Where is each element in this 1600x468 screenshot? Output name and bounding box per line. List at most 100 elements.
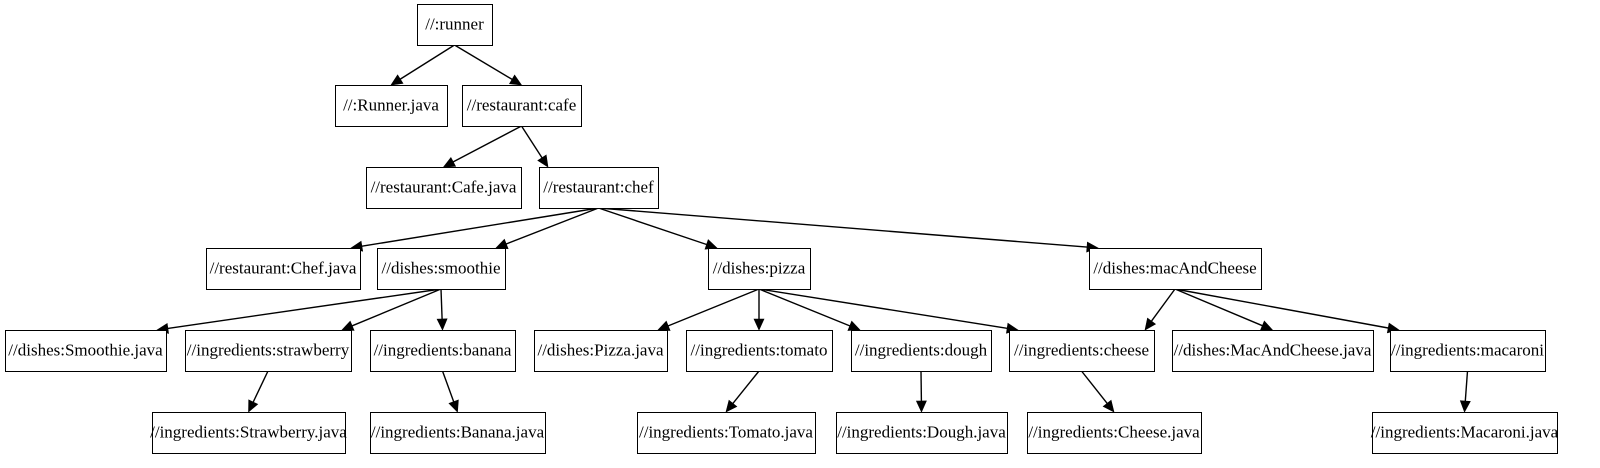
node-ing-banana[interactable]: //ingredients:banana xyxy=(370,330,516,372)
edge-line xyxy=(1174,288,1263,327)
arrowhead-icon xyxy=(537,154,549,168)
edge-line xyxy=(667,288,760,327)
node-dishes-pizza[interactable]: //dishes:pizza xyxy=(708,248,811,290)
node-box[interactable] xyxy=(335,85,448,127)
arrowhead-icon xyxy=(341,320,355,331)
edge-line xyxy=(1080,370,1108,404)
node-box[interactable] xyxy=(206,248,361,290)
edge-restaurant-cafe-to-restaurant-chef xyxy=(520,125,549,168)
node-box[interactable] xyxy=(1089,248,1262,290)
edge-dishes-smoothie-to-dishes-smoothie-java xyxy=(156,288,442,334)
node-box[interactable] xyxy=(462,85,582,127)
edge-line xyxy=(361,207,599,247)
node-dishes-smoothie-java[interactable]: //dishes:Smoothie.java xyxy=(5,330,167,372)
edge-line xyxy=(252,370,269,403)
node-label: //dishes:pizza xyxy=(713,258,806,277)
edge-dishes-pizza-to-dishes-pizza-java xyxy=(657,288,760,331)
node-label: //ingredients:tomato xyxy=(691,340,828,359)
node-label: //ingredients:Cheese.java xyxy=(1028,422,1200,441)
node-ing-tomato-java[interactable]: //ingredients:Tomato.java xyxy=(637,412,816,454)
arrowhead-icon xyxy=(915,400,927,413)
edge-line xyxy=(452,125,522,163)
node-ing-strawberry[interactable]: //ingredients:strawberry xyxy=(185,330,352,372)
edge-ing-dough-to-ing-dough-java xyxy=(915,370,927,413)
node-dishes-mac-java[interactable]: //dishes:MacAndCheese.java xyxy=(1172,330,1374,372)
edge-line xyxy=(732,370,760,404)
edge-ing-macaroni-to-ing-macaroni-java xyxy=(1459,370,1471,413)
node-restaurant-cafe-java[interactable]: //restaurant:Cafe.java xyxy=(366,167,522,209)
node-runner-java[interactable]: //:Runner.java xyxy=(335,85,448,127)
node-box[interactable] xyxy=(1390,330,1546,372)
node-restaurant-chef[interactable]: //restaurant:chef xyxy=(539,167,659,209)
node-box[interactable] xyxy=(534,330,668,372)
edge-dishes-macandcheese-to-dishes-mac-java xyxy=(1174,288,1274,331)
edge-restaurant-chef-to-dishes-smoothie xyxy=(495,207,599,250)
node-runner[interactable]: //:runner xyxy=(417,4,493,46)
arrowhead-icon xyxy=(1459,400,1471,413)
edge-line xyxy=(399,44,455,80)
node-label: //ingredients:dough xyxy=(855,340,988,359)
node-ing-dough[interactable]: //ingredients:dough xyxy=(851,330,992,372)
arrowhead-icon xyxy=(704,239,718,250)
edge-runner-to-restaurant-cafe xyxy=(454,44,523,86)
edge-line xyxy=(441,370,455,402)
node-box[interactable] xyxy=(370,412,546,454)
edge-line xyxy=(505,207,599,245)
edge-line xyxy=(167,288,442,330)
node-dishes-macandcheese[interactable]: //dishes:macAndCheese xyxy=(1089,248,1262,290)
node-box[interactable] xyxy=(1172,330,1374,372)
node-box[interactable] xyxy=(370,330,516,372)
node-box[interactable] xyxy=(851,330,992,372)
node-box[interactable] xyxy=(5,330,167,372)
node-ing-macaroni-java[interactable]: //ingredients:Macaroni.java xyxy=(1371,412,1559,454)
node-dishes-pizza-java[interactable]: //dishes:Pizza.java xyxy=(534,330,668,372)
node-box[interactable] xyxy=(417,4,493,46)
edge-restaurant-cafe-to-restaurant-cafe-java xyxy=(442,125,522,168)
node-label: //ingredients:cheese xyxy=(1014,340,1149,359)
edge-line xyxy=(440,288,443,320)
arrowhead-icon xyxy=(657,320,671,331)
edge-restaurant-chef-to-dishes-macandcheese xyxy=(598,207,1099,253)
arrowhead-icon xyxy=(436,318,448,331)
node-box[interactable] xyxy=(366,167,522,209)
node-restaurant-chef-java[interactable]: //restaurant:Chef.java xyxy=(206,248,361,290)
node-box[interactable] xyxy=(836,412,1008,454)
node-ing-dough-java[interactable]: //ingredients:Dough.java xyxy=(836,412,1008,454)
node-label: //dishes:Smoothie.java xyxy=(8,340,163,359)
node-box[interactable] xyxy=(637,412,816,454)
node-label: //ingredients:Dough.java xyxy=(837,422,1006,441)
node-box[interactable] xyxy=(539,167,659,209)
node-label: //dishes:MacAndCheese.java xyxy=(1174,340,1372,359)
arrowhead-icon xyxy=(1102,399,1115,413)
arrowhead-icon xyxy=(390,74,404,86)
edge-runner-to-runner-java xyxy=(390,44,455,86)
arrowhead-icon xyxy=(448,399,459,413)
node-box[interactable] xyxy=(686,330,833,372)
node-box[interactable] xyxy=(1372,412,1558,454)
edge-restaurant-chef-to-restaurant-chef-java xyxy=(350,207,599,252)
node-box[interactable] xyxy=(152,412,346,454)
node-label: //dishes:macAndCheese xyxy=(1093,258,1256,277)
node-restaurant-cafe[interactable]: //restaurant:cafe xyxy=(462,85,582,127)
node-ing-strawberry-java[interactable]: //ingredients:Strawberry.java xyxy=(150,412,347,454)
node-dishes-smoothie[interactable]: //dishes:smoothie xyxy=(377,248,506,290)
node-label: //restaurant:Cafe.java xyxy=(371,177,517,196)
edge-line xyxy=(758,288,1008,329)
node-box[interactable] xyxy=(185,330,352,372)
node-ing-banana-java[interactable]: //ingredients:Banana.java xyxy=(370,412,546,454)
node-ing-tomato[interactable]: //ingredients:tomato xyxy=(686,330,833,372)
node-ing-cheese[interactable]: //ingredients:cheese xyxy=(1009,330,1155,372)
node-label: //restaurant:chef xyxy=(543,177,654,196)
edge-dishes-smoothie-to-ing-strawberry xyxy=(341,288,442,331)
node-box[interactable] xyxy=(708,248,811,290)
node-box[interactable] xyxy=(1009,330,1155,372)
edge-ing-tomato-to-ing-tomato-java xyxy=(725,370,760,413)
node-box[interactable] xyxy=(377,248,506,290)
node-ing-cheese-java[interactable]: //ingredients:Cheese.java xyxy=(1027,412,1202,454)
node-ing-macaroni[interactable]: //ingredients:macaroni xyxy=(1390,330,1546,372)
edges-layer xyxy=(156,44,1471,413)
node-box[interactable] xyxy=(1027,412,1202,454)
edge-line xyxy=(598,207,707,246)
